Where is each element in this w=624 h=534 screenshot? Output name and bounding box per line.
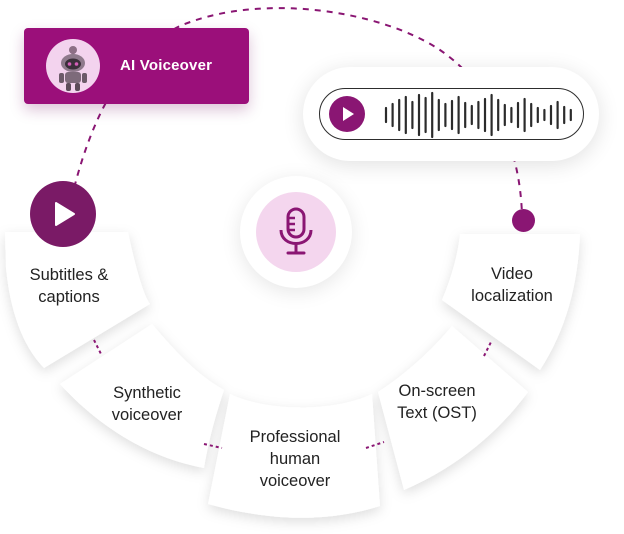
microphone-icon — [279, 207, 313, 255]
play-icon — [55, 202, 75, 226]
audio-player-card — [303, 67, 599, 161]
connector-1 — [93, 339, 103, 357]
connector-dot — [512, 209, 535, 232]
connector-4 — [483, 339, 493, 357]
segment-ost[interactable] — [378, 326, 528, 490]
waveform-icon — [384, 91, 572, 139]
segment-video[interactable] — [442, 234, 580, 370]
segment-label-video: Video localization — [471, 265, 553, 305]
microphone-circle — [240, 176, 352, 288]
badge-label: AI Voiceover — [120, 57, 213, 74]
segment-label-subtitles: Subtitles & captions — [29, 266, 109, 306]
segment-label-professional: Professional human voiceover — [249, 428, 341, 490]
segment-label-ost: On-screen Text (OST) — [397, 382, 477, 422]
play-button[interactable] — [30, 181, 96, 247]
microphone-icon-bg — [256, 192, 336, 272]
audio-player — [319, 88, 584, 140]
segment-synthetic[interactable] — [60, 324, 224, 468]
audio-play-button[interactable] — [329, 96, 365, 132]
play-icon — [343, 107, 354, 121]
segment-label-synthetic: Synthetic voiceover — [111, 384, 183, 424]
ai-voiceover-badge[interactable]: AI Voiceover — [24, 28, 249, 104]
robot-avatar-icon — [46, 39, 100, 93]
segment-subtitles[interactable] — [5, 232, 150, 368]
segment-professional[interactable] — [208, 394, 380, 518]
